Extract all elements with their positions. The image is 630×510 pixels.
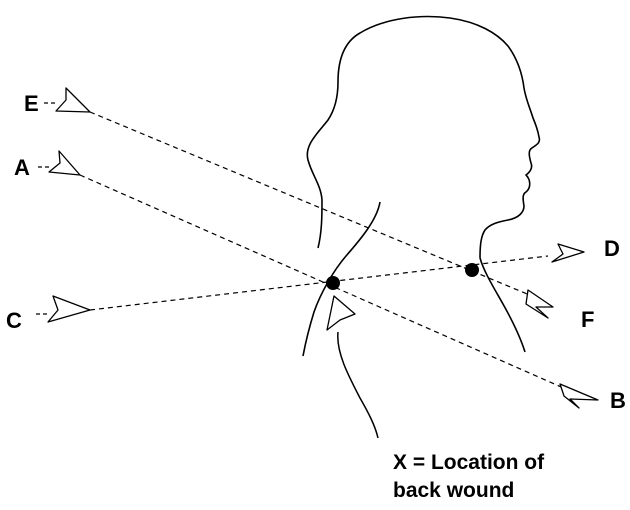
caption-line-2: back wound	[393, 479, 514, 502]
arrow-start-e	[55, 87, 91, 113]
label-a: A	[14, 155, 30, 180]
arrow-end-f	[525, 289, 554, 319]
arrow-start-c	[47, 295, 91, 323]
label-d: D	[604, 236, 620, 261]
back-wound-dot	[326, 276, 340, 290]
arrow-end-d	[551, 243, 585, 263]
caption-line-1: X = Location of	[393, 451, 545, 474]
label-f: F	[581, 307, 594, 332]
trajectory-e-to-f	[89, 111, 533, 297]
label-b: B	[610, 388, 626, 413]
throat-wound-dot	[465, 263, 479, 277]
head-profile-outline	[306, 15, 541, 259]
label-c: C	[6, 308, 22, 333]
front-neck-line	[479, 257, 526, 353]
trajectory-a-to-b	[79, 174, 569, 391]
label-e: E	[24, 91, 39, 116]
trajectory-c-to-d	[89, 255, 549, 311]
arrow-end-b	[559, 383, 599, 409]
wound-pointer-line	[337, 331, 379, 439]
arrow-start-a	[48, 150, 81, 176]
back-neck-line	[302, 201, 381, 357]
wound-pointer-arrowhead	[326, 295, 356, 331]
